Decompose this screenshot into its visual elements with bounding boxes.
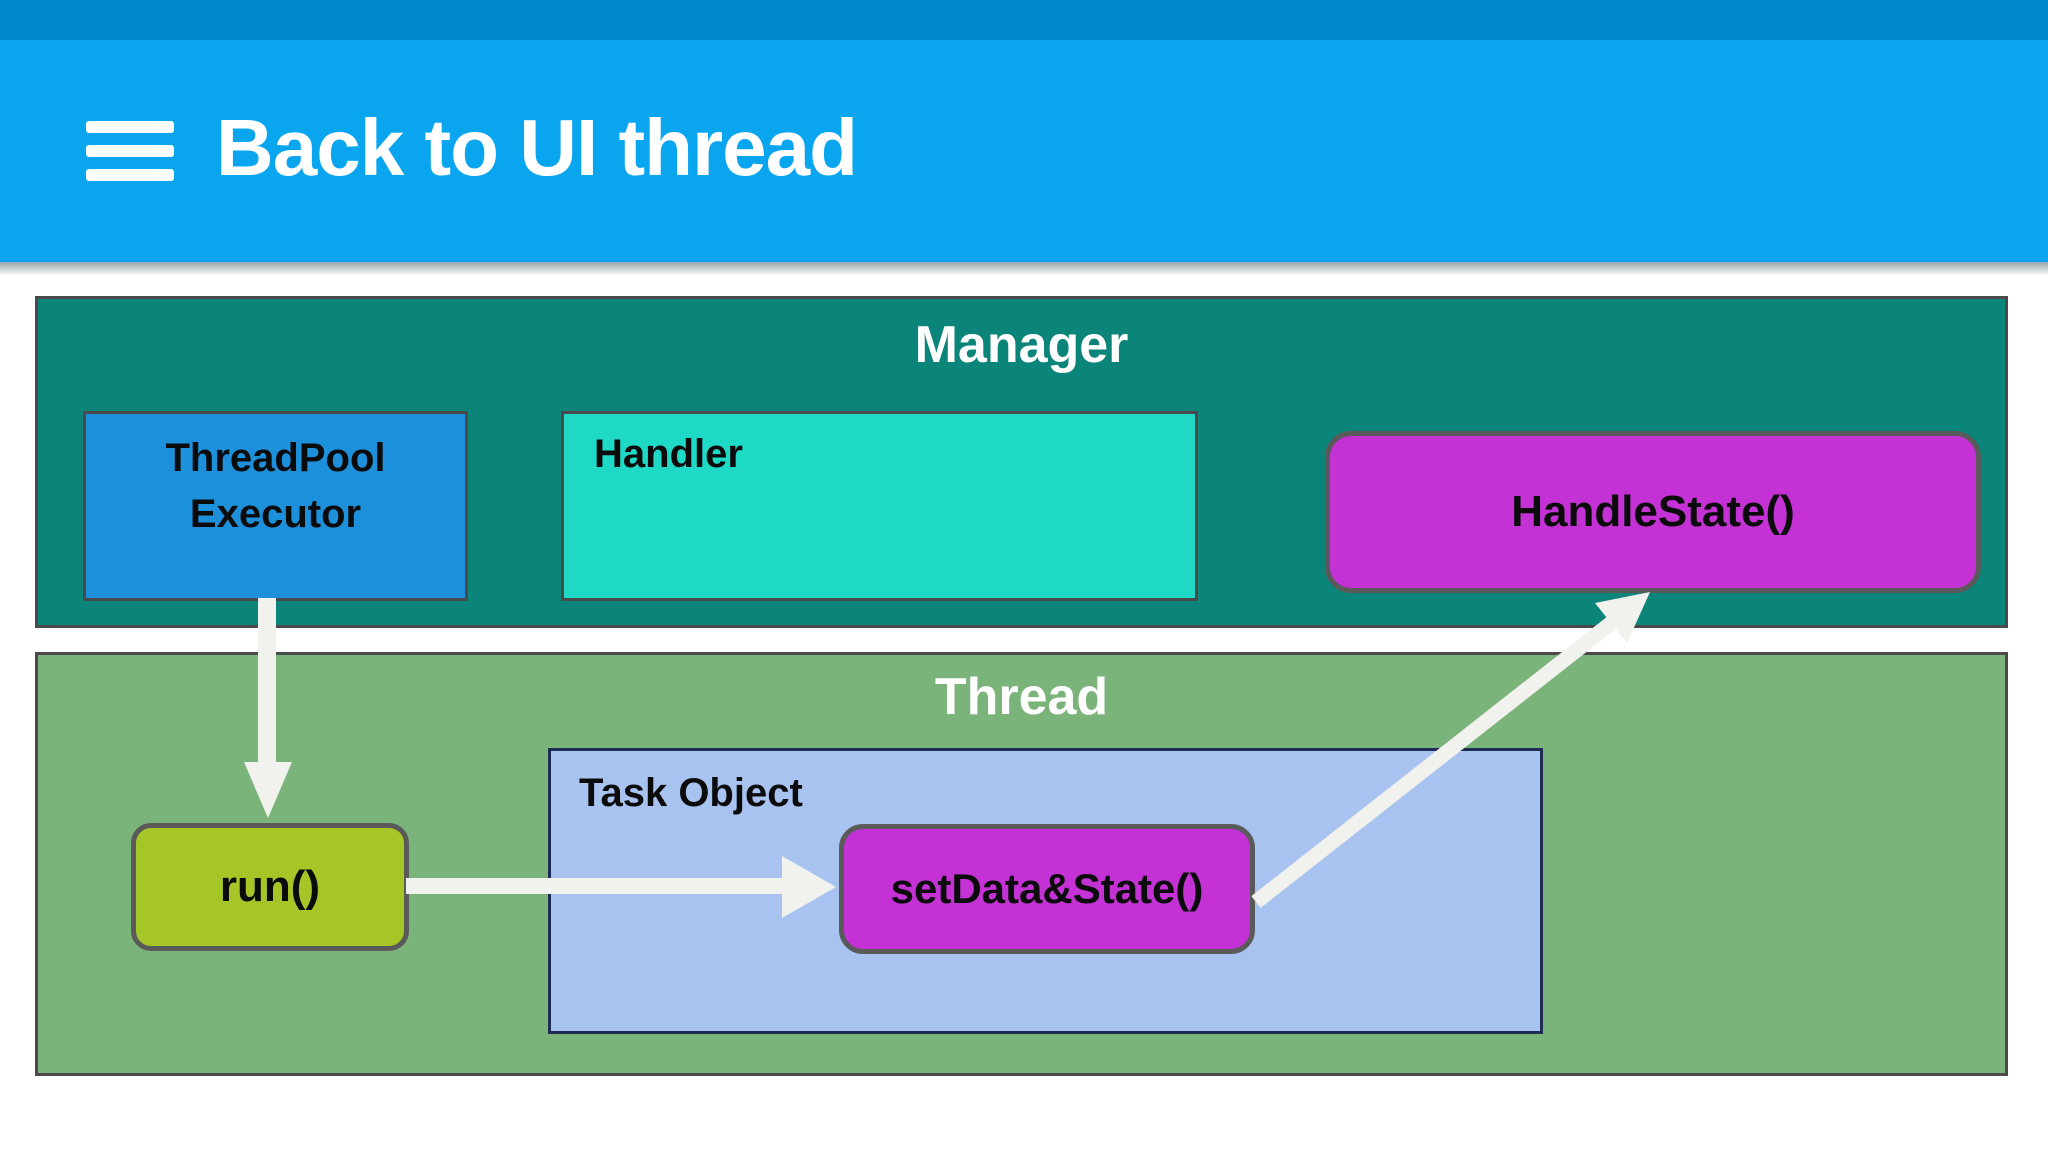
threadpool-executor-label-line2: Executor bbox=[189, 492, 362, 536]
handle-state-label: HandleState() bbox=[1511, 487, 1795, 536]
hamburger-bar bbox=[86, 169, 174, 181]
app-bar-shadow bbox=[0, 262, 2048, 276]
thread-container: Thread Task Object run() setData&State() bbox=[35, 652, 2008, 1076]
set-data-state-box: setData&State() bbox=[839, 824, 1255, 954]
threadpool-executor-box: ThreadPool Executor bbox=[83, 411, 468, 601]
thread-title: Thread bbox=[934, 668, 1109, 726]
set-data-state-label: setData&State() bbox=[890, 865, 1204, 912]
threadpool-executor-label-line1: ThreadPool bbox=[165, 436, 386, 480]
hamburger-menu-icon[interactable] bbox=[86, 121, 174, 181]
hamburger-bar bbox=[86, 121, 174, 133]
app-bar: Back to UI thread bbox=[0, 40, 2048, 262]
handle-state-box: HandleState() bbox=[1325, 431, 1981, 593]
manager-container: Manager ThreadPool Executor Handler Hand… bbox=[35, 296, 2008, 628]
manager-title: Manager bbox=[914, 316, 1129, 374]
run-label: run() bbox=[219, 862, 321, 911]
handler-label: Handler bbox=[594, 432, 743, 476]
page-title: Back to UI thread bbox=[216, 103, 858, 192]
status-bar bbox=[0, 0, 2048, 40]
hamburger-bar bbox=[86, 145, 174, 157]
task-object-label: Task Object bbox=[579, 771, 803, 815]
run-box: run() bbox=[131, 823, 409, 951]
handler-box: Handler bbox=[561, 411, 1198, 601]
